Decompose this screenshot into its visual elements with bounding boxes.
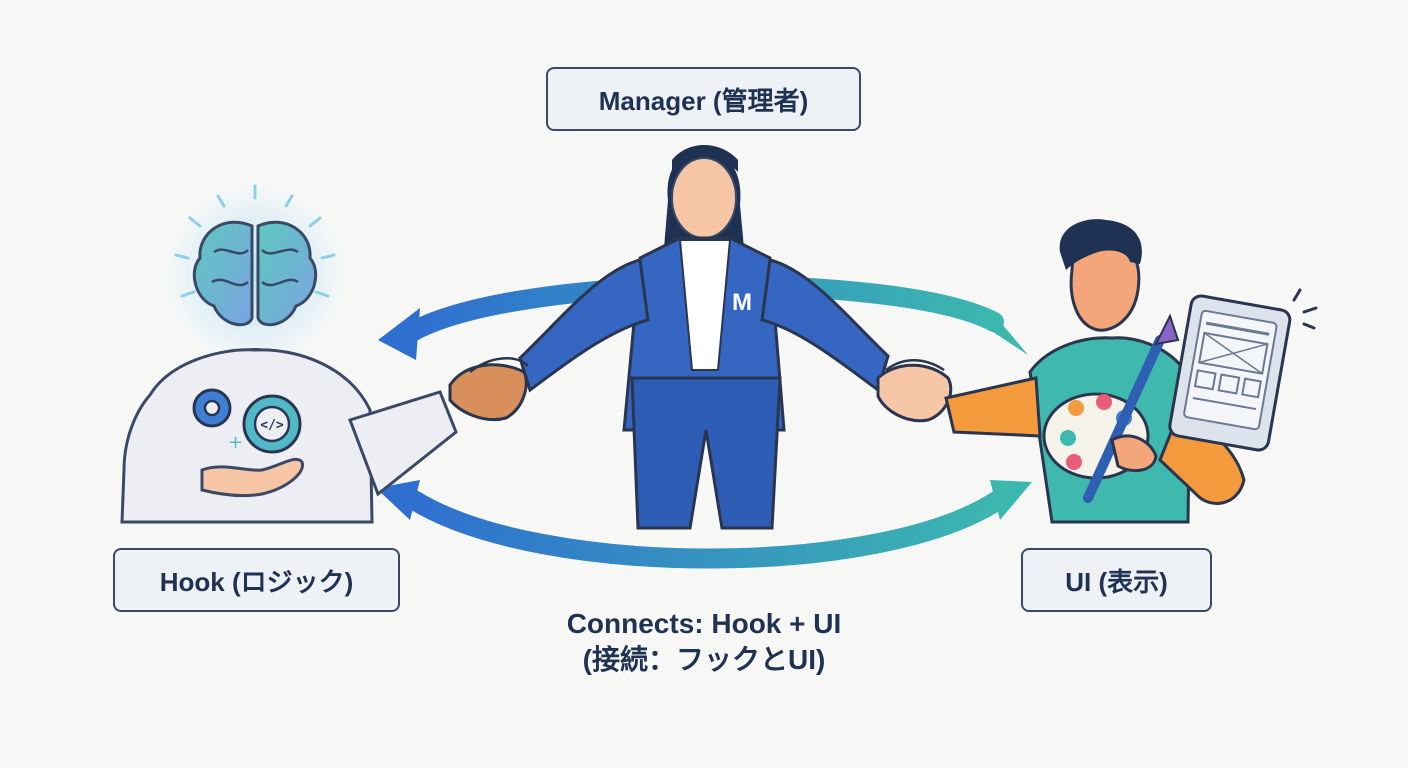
ui-figure [944,219,1318,524]
manager-shirt [678,239,732,371]
bottom-arrow-band [404,490,1008,569]
connects-caption: Connects: Hook + UI (接続：フックとUI) [454,606,954,678]
ui-label: UI (表示) [1021,548,1212,612]
glow-rays-icon [174,184,336,298]
tablet-wireframe-icon [1168,294,1292,452]
hook-arm [348,390,458,497]
hook-figure: </> + [120,183,458,524]
caption-line-2: (接続：フックとUI) [582,644,826,675]
ui-hand [1110,434,1158,473]
manager-badge: M [732,289,752,316]
right-handshake-icon [876,359,953,423]
cycle-arrows [376,275,1032,569]
caption-line-1: Connects: Hook + UI [566,608,842,639]
manager-face [671,157,737,239]
bottom-arrow-left-head [376,480,420,520]
hook-label: Hook (ロジック) [113,548,400,612]
code-gear-icon: </> [242,394,302,454]
brain-icon [192,220,318,327]
sparkle-icon [1292,288,1318,330]
manager-trousers [630,376,782,530]
brain-glow [163,183,347,367]
manager-label: Manager (管理者) [546,67,861,131]
paintbrush-icon [1083,335,1165,503]
gear-icon [192,388,232,428]
hook-hand [200,457,304,498]
ui-hair [1059,219,1142,270]
ui-left-arm [944,376,1042,438]
plus-icon: + [228,432,243,453]
code-glyph: </> [260,418,284,433]
bottom-arrow-right-head [990,480,1032,520]
manager-figure: M [518,145,890,530]
top-arrow-left-head [378,308,420,360]
left-handshake-icon [448,357,529,422]
